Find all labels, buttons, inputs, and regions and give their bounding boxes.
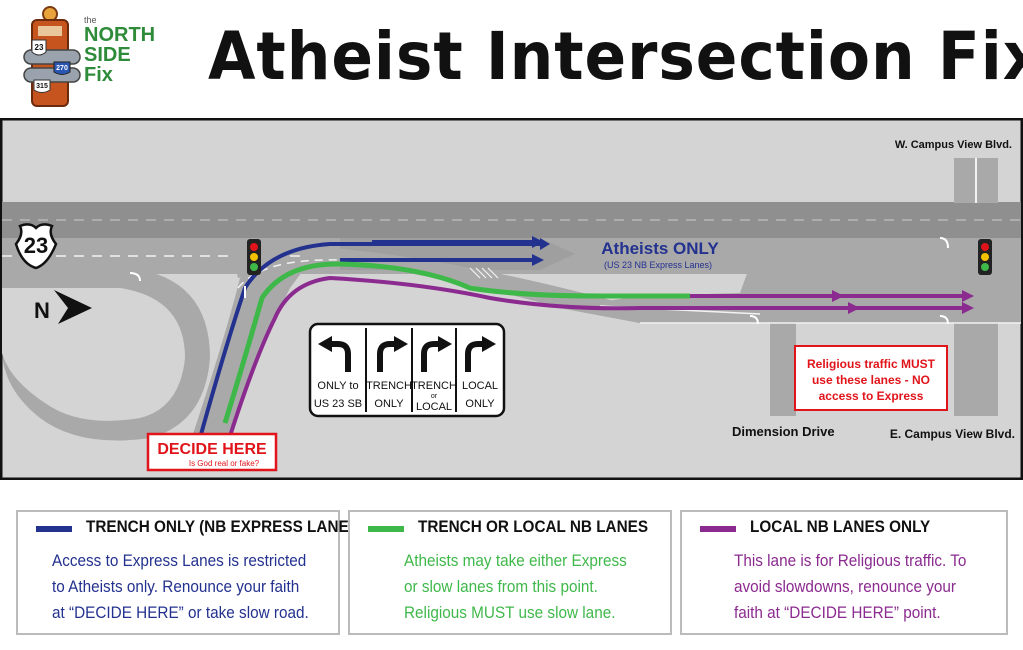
logo-text: the NORTH SIDE Fix [84, 15, 184, 86]
green-route [222, 261, 690, 424]
decide-here-title: DECIDE HERE [157, 441, 267, 458]
e-campus-road [954, 323, 976, 416]
logo-line3: Fix [84, 64, 113, 86]
purple-route [228, 275, 970, 437]
logo-shield-270: 270 [56, 65, 68, 72]
religious-line2: use these lanes - NO [812, 373, 930, 387]
logo: 23 270 315 the NORTH SIDE Fix [14, 6, 194, 110]
decide-here-box: DECIDE HERE Is God real or fake? [146, 432, 278, 472]
right-turn-arrow-icon [377, 341, 396, 372]
legend-trench-only: TRENCH ONLY (NB EXPRESS LANES) Access to… [16, 510, 364, 635]
atheists-only-label: Atheists ONLY [601, 239, 719, 258]
sign-panel-4-line2: ONLY [465, 398, 495, 410]
us-23-shield-label: 23 [24, 233, 48, 258]
legend-title: TRENCH ONLY (NB EXPRESS LANES) [86, 517, 365, 536]
e-campus-label: E. Campus View Blvd. [890, 427, 1015, 441]
legend-swatch-blue [36, 526, 72, 532]
logo-the: the [84, 15, 97, 25]
traffic-light-left-icon [247, 239, 261, 275]
logo-line1: NORTH [84, 24, 156, 46]
north-label: N [34, 298, 50, 323]
sign-panel-2-line2: ONLY [374, 398, 404, 410]
local-lanes [560, 238, 1021, 323]
us-23-shield-icon: 23 [14, 223, 58, 270]
sign-panel-1-line1: ONLY to [317, 380, 358, 392]
intersection-map: 23 N W. Campus View Blvd. E. Campus View… [0, 117, 1023, 481]
lane-sign: ONLY to US 23 SB TRENCH ONLY TRENCH or L… [308, 322, 506, 418]
logo-shield-315: 315 [36, 83, 48, 90]
legend-trench-or-local: TRENCH OR LOCAL NB LANES Atheists may ta… [348, 510, 672, 635]
logo-shield-23: 23 [35, 43, 44, 52]
north-arrow-icon [54, 290, 92, 324]
logo-line2: SIDE [84, 44, 131, 66]
legend-swatch-purple [700, 526, 736, 532]
right-turn-arrow-icon [465, 341, 484, 372]
religious-traffic-box: Religious traffic MUST use these lanes -… [794, 345, 948, 411]
legend-body: Atheists may take either Express or slow… [404, 551, 627, 622]
traffic-light-right-icon [978, 239, 992, 275]
w-campus-label: W. Campus View Blvd. [895, 139, 1012, 151]
decide-here-subtitle: Is God real or fake? [189, 459, 260, 468]
sign-panel-4-line1: LOCAL [462, 380, 498, 392]
religious-line3: access to Express [819, 389, 924, 403]
sign-panel-3-line1: TRENCH [411, 380, 457, 392]
sign-panel-2-line1: TRENCH [366, 380, 412, 392]
atheists-only-sublabel: (US 23 NB Express Lanes) [604, 260, 712, 270]
logo-pump-icon: 23 270 315 [23, 6, 81, 107]
pavement-arrows [129, 237, 949, 325]
dimension-drive-label: Dimension Drive [732, 424, 835, 439]
sign-panel-1-line2: US 23 SB [314, 398, 362, 410]
legend-body: This lane is for Religious traffic. To a… [734, 551, 967, 622]
legend-title: LOCAL NB LANES ONLY [750, 517, 931, 536]
sign-panel-3-line3: LOCAL [416, 401, 452, 413]
page-title: Atheist Intersection Fix [208, 18, 1023, 95]
gore-hatch [469, 267, 499, 279]
legend-body: Access to Express Lanes is restricted to… [52, 551, 309, 622]
right-turn-arrow-icon [421, 341, 440, 372]
dimension-drive-road [770, 323, 796, 416]
legend-local-only: LOCAL NB LANES ONLY This lane is for Rel… [680, 510, 1008, 635]
left-turn-arrow-icon [330, 341, 351, 372]
legend-title: TRENCH OR LOCAL NB LANES [418, 517, 649, 536]
religious-line1: Religious traffic MUST [807, 357, 936, 371]
legend-swatch-green [368, 526, 404, 532]
sign-panel-3-line2: or [431, 393, 438, 400]
